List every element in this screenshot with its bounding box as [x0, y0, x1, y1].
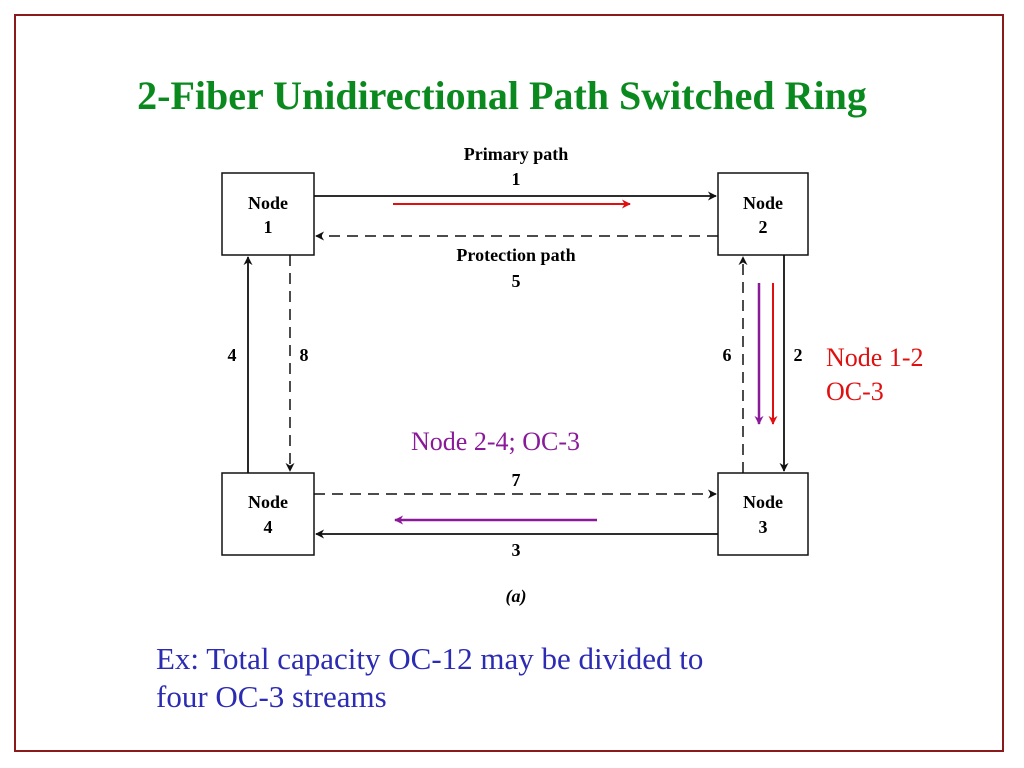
- slide-frame: [14, 14, 1004, 752]
- link-number-6: 6: [723, 345, 732, 365]
- node-3-number: 3: [759, 517, 768, 537]
- footer-note: Ex: Total capacity OC-12 may be divided …: [156, 640, 876, 716]
- slide-title: 2-Fiber Unidirectional Path Switched Rin…: [137, 73, 867, 118]
- link-number-3: 3: [512, 540, 521, 560]
- diagram-caption: (a): [506, 586, 527, 607]
- link-number-5: 5: [512, 271, 521, 291]
- node-4-label: Node: [248, 492, 288, 512]
- node-1-label: Node: [248, 193, 288, 213]
- footer-line-1: Ex: Total capacity OC-12 may be divided …: [156, 641, 704, 676]
- primary-path-label: Primary path: [464, 144, 568, 164]
- node-3-label: Node: [743, 492, 783, 512]
- node-1-2-annotation: Node 1-2 OC-3: [826, 345, 923, 405]
- node-2-number: 2: [759, 217, 768, 237]
- link-number-8: 8: [300, 345, 309, 365]
- node-2-4-annotation: Node 2-4; OC-3: [411, 427, 580, 456]
- link-number-7: 7: [512, 470, 521, 490]
- node-1-2-annotation-line2: OC-3: [826, 377, 884, 406]
- node-1: Node 1: [221, 172, 315, 256]
- node-3: Node 3: [717, 472, 809, 556]
- footer-line-2: four OC-3 streams: [156, 678, 387, 714]
- node-4: Node 4: [221, 472, 315, 556]
- node-1-number: 1: [264, 217, 273, 237]
- protection-path-label: Protection path: [456, 245, 575, 265]
- node-2: Node 2: [717, 172, 809, 256]
- node-1-2-annotation-line1: Node 1-2: [826, 343, 924, 372]
- link-number-4: 4: [228, 345, 237, 365]
- node-4-number: 4: [264, 517, 273, 537]
- link-number-1: 1: [512, 169, 521, 189]
- link-number-2: 2: [794, 345, 803, 365]
- node-2-label: Node: [743, 193, 783, 213]
